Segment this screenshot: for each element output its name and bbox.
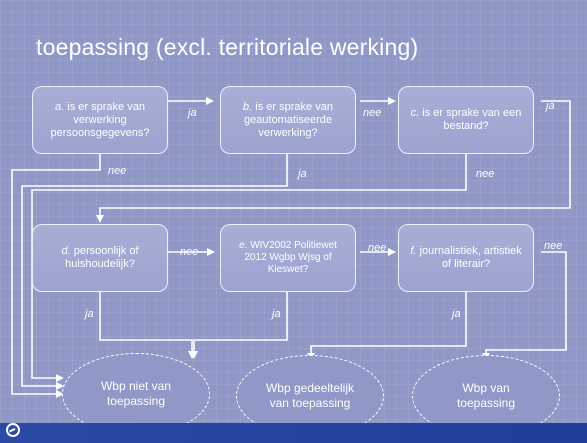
label-a-nee: nee — [108, 165, 127, 177]
arrow-b-nee — [21, 154, 288, 390]
logo-icon — [6, 423, 20, 437]
decision-box-a-text: a. is er sprake van verwerking persoonsg… — [50, 100, 150, 139]
arrow-e-ja — [190, 292, 288, 359]
decision-box-f: f. journalistiek, artistiek of literair? — [398, 224, 534, 292]
decision-box-d: d. persoonlijk of huishoudelijk? — [32, 224, 168, 292]
outcome-wbp-niet-label: Wbp niet van toepassing — [100, 379, 172, 408]
outcome-wbp-van-label: Wbp van toepassing — [456, 381, 516, 410]
label-e-f-nee: nee — [368, 242, 387, 254]
label-d-ja: ja — [85, 308, 94, 320]
arrow-f-nee — [482, 251, 567, 361]
outcome-wbp-gedeeltelijk-label: Wbp gedeeltelijk van toepassing — [265, 381, 355, 410]
decision-box-b: b. is er sprake van geautomatiseerde ver… — [220, 86, 356, 154]
label-a-b-ja: ja — [188, 107, 197, 119]
decision-box-c: c. is er sprake van een bestand? — [398, 86, 534, 154]
decision-box-e-text: e. WIV2002 Politiewet 2012 Wgbp Wjsg of … — [239, 240, 337, 275]
label-d-e-nee: nee — [180, 246, 199, 258]
label-c-ja: ja — [546, 100, 555, 112]
label-f-nee: nee — [544, 240, 563, 252]
label-f-ja: ja — [452, 308, 461, 320]
arrow-a-nee — [11, 154, 101, 398]
decision-box-e: e. WIV2002 Politiewet 2012 Wgbp Wjsg of … — [220, 224, 356, 292]
outcome-wbp-niet: Wbp niet van toepassing — [62, 353, 210, 435]
label-b-c-nee: nee — [363, 107, 382, 119]
arrow-c-nee — [31, 154, 467, 382]
decision-box-c-text: c. is er sprake van een bestand? — [410, 107, 522, 132]
footer-bar — [0, 423, 587, 443]
decision-box-b-text: b. is er sprake van geautomatiseerde ver… — [243, 100, 333, 139]
label-c-nee: nee — [476, 168, 495, 180]
decision-box-f-text: f. journalistiek, artistiek of literair? — [410, 245, 522, 270]
arrow-f-ja — [307, 292, 467, 361]
label-e-ja: ja — [272, 308, 281, 320]
slide-title: toepassing (excl. territoriale werking) — [36, 34, 419, 60]
decision-box-d-text: d. persoonlijk of huishoudelijk? — [61, 245, 139, 270]
arrow-d-ja — [99, 292, 196, 359]
label-b-ja: ja — [298, 168, 307, 180]
arrow-c-ja — [96, 100, 571, 223]
decision-box-a: a. is er sprake van verwerking persoonsg… — [32, 86, 168, 154]
